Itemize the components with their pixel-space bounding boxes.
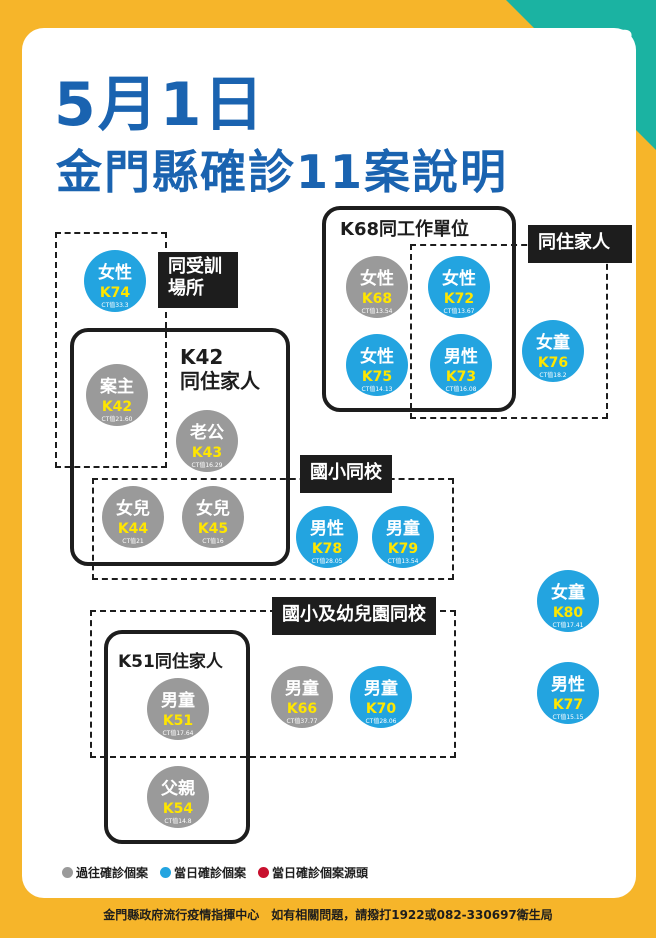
case-code: K45 bbox=[197, 521, 229, 537]
k68-work-label: K68同工作單位 bbox=[340, 219, 469, 240]
case-code: K76 bbox=[537, 355, 569, 371]
legend-item-source: 當日確診個案源頭 bbox=[258, 864, 368, 881]
case-title: 男性 bbox=[444, 347, 478, 367]
case-code: K80 bbox=[552, 605, 584, 621]
case-ct: CT值13.67 bbox=[443, 308, 475, 315]
case-ct: CT值13.54 bbox=[361, 308, 393, 315]
case-title: 女兒 bbox=[196, 499, 230, 519]
primary-school-box bbox=[92, 478, 454, 580]
k68-live-box bbox=[410, 244, 608, 419]
case-title: 案主 bbox=[100, 377, 134, 397]
title-main: 金門縣確診11案說明 bbox=[56, 145, 509, 199]
case-ct: CT值21.60 bbox=[101, 416, 133, 423]
k42-family-box bbox=[70, 328, 290, 566]
case-title: 男童 bbox=[386, 519, 420, 539]
case-ct: CT值21 bbox=[122, 538, 144, 545]
legend-item-today: 當日確診個案 bbox=[160, 864, 246, 881]
case-code: K44 bbox=[117, 521, 149, 537]
case-title: 男童 bbox=[285, 679, 319, 699]
case-title: 女性 bbox=[360, 269, 394, 289]
case-code: K72 bbox=[443, 291, 475, 307]
case-title: 女童 bbox=[536, 333, 570, 353]
k68-work-box bbox=[322, 206, 516, 412]
case-code: K68 bbox=[361, 291, 393, 307]
case-ct: CT值28.06 bbox=[365, 718, 397, 725]
case-title: 男童 bbox=[364, 679, 398, 699]
case-title: 女性 bbox=[98, 263, 132, 283]
case-ct: CT值33.3 bbox=[101, 302, 129, 309]
case-title: 男性 bbox=[310, 519, 344, 539]
case-title: 女兒 bbox=[116, 499, 150, 519]
k51-family-label: K51同住家人 bbox=[118, 652, 223, 672]
case-code: K78 bbox=[311, 541, 343, 557]
case-ct: CT值18.2 bbox=[539, 372, 567, 379]
case-code: K66 bbox=[286, 701, 318, 717]
case-ct: CT值37.77 bbox=[286, 718, 318, 725]
case-code: K70 bbox=[365, 701, 397, 717]
case-code: K79 bbox=[387, 541, 419, 557]
case-code: K77 bbox=[552, 697, 584, 713]
case-code: K73 bbox=[445, 369, 477, 385]
case-ct: CT值16.08 bbox=[445, 386, 477, 393]
case-title: 女性 bbox=[442, 269, 476, 289]
case-ct: CT值13.54 bbox=[387, 558, 419, 565]
k68-live-tag: 同住家人 bbox=[528, 225, 632, 263]
case-ct: CT值15.15 bbox=[552, 714, 584, 721]
k42-family-label: K42 同住家人 bbox=[180, 345, 260, 393]
k51-family-box bbox=[104, 630, 250, 844]
blue-dot-icon bbox=[160, 867, 172, 878]
case-code: K54 bbox=[162, 801, 194, 817]
legend-item-past: 過往確診個案 bbox=[62, 864, 148, 881]
case-ct: CT值17.64 bbox=[162, 730, 194, 737]
case-code: K74 bbox=[99, 285, 131, 301]
case-ct: CT值16 bbox=[202, 538, 224, 545]
case-ct: CT值17.41 bbox=[552, 622, 584, 629]
case-ct: CT值28.05 bbox=[311, 558, 343, 565]
training-group-box bbox=[55, 232, 167, 468]
primary-kinder-tag: 國小及幼兒園同校 bbox=[272, 597, 436, 635]
case-title: 父親 bbox=[161, 779, 195, 799]
case-code: K51 bbox=[162, 713, 194, 729]
case-title: 男童 bbox=[161, 691, 195, 711]
title-date: 5月1日 bbox=[54, 70, 266, 140]
case-code: K42 bbox=[101, 399, 133, 415]
case-code: K43 bbox=[191, 445, 223, 461]
case-title: 男性 bbox=[551, 675, 585, 695]
case-title: 老公 bbox=[190, 423, 224, 443]
primary-school-tag: 國小同校 bbox=[300, 455, 392, 493]
gray-dot-icon bbox=[62, 867, 73, 878]
footer-note: 金門縣政府流行疫情指揮中心 如有相關問題，請撥打1922或082-330697衛… bbox=[103, 908, 553, 922]
case-ct: CT值14.13 bbox=[361, 386, 393, 393]
case-ct: CT值16.29 bbox=[191, 462, 223, 469]
case-ct: CT值14.8 bbox=[164, 818, 192, 825]
training-tag: 同受訓 場所 bbox=[158, 252, 238, 308]
legend: 過往確診個案 當日確診個案 當日確診個案源頭 bbox=[62, 864, 368, 881]
case-code: K75 bbox=[361, 369, 393, 385]
red-dot-icon bbox=[258, 867, 270, 878]
case-title: 女童 bbox=[551, 583, 585, 603]
case-title: 女性 bbox=[360, 347, 394, 367]
